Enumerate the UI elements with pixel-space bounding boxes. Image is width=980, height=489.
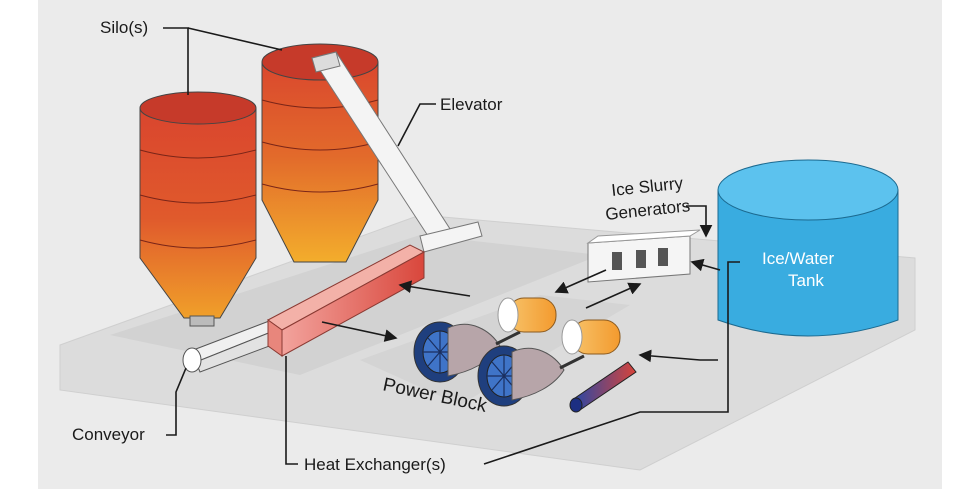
label-silos: Silo(s) (100, 18, 148, 37)
generator-front (561, 319, 621, 355)
label-elevator: Elevator (440, 95, 503, 114)
generator-back (497, 297, 557, 333)
flow-arrows (321, 205, 721, 363)
ice-water-tank (717, 159, 899, 337)
label-tank-line1: Ice/Water (762, 249, 834, 268)
label-conveyor: Conveyor (72, 425, 145, 444)
silo-right (261, 43, 379, 263)
ice-slurry-generators (586, 229, 701, 283)
label-heat-exchanger: Heat Exchanger(s) (304, 455, 446, 474)
callout-lines (163, 27, 740, 465)
label-tank-line2: Tank (788, 271, 824, 290)
heat-exchanger (267, 244, 426, 357)
silo-left (139, 91, 257, 327)
cold-pipe (569, 361, 637, 413)
turbine-front (477, 345, 585, 407)
elevator (311, 51, 483, 253)
